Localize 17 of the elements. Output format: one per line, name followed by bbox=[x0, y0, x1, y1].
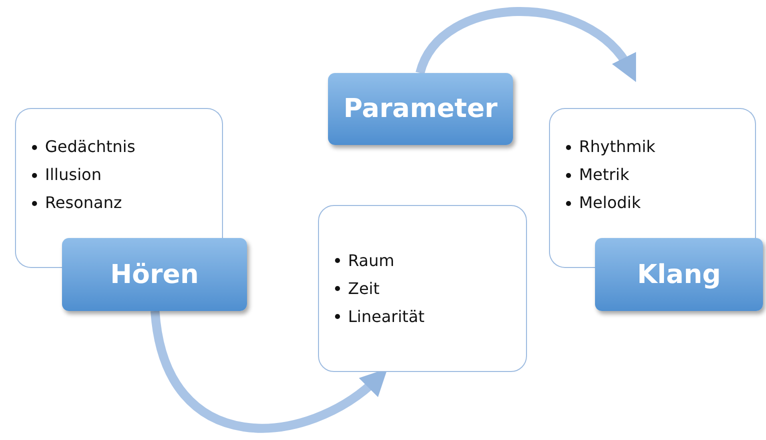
list-item: Gedächtnis bbox=[45, 136, 136, 158]
curved-arrow bbox=[416, 7, 638, 82]
curved-arrow bbox=[150, 310, 388, 433]
list-item: Linearität bbox=[348, 306, 425, 328]
heading-box: Parameter bbox=[328, 73, 513, 145]
list-item: Melodik bbox=[579, 192, 641, 214]
list-panel bbox=[549, 108, 756, 238]
list-item: Illusion bbox=[45, 164, 102, 186]
list-panel bbox=[15, 108, 223, 238]
list-item: Raum bbox=[348, 250, 394, 272]
list-item: Zeit bbox=[348, 278, 380, 300]
list-item: Resonanz bbox=[45, 192, 122, 214]
list-item: Rhythmik bbox=[579, 136, 656, 158]
heading-box: Hören bbox=[62, 238, 247, 311]
list-panel bbox=[318, 205, 527, 372]
heading-box: Klang bbox=[595, 238, 763, 311]
list-item: Metrik bbox=[579, 164, 630, 186]
